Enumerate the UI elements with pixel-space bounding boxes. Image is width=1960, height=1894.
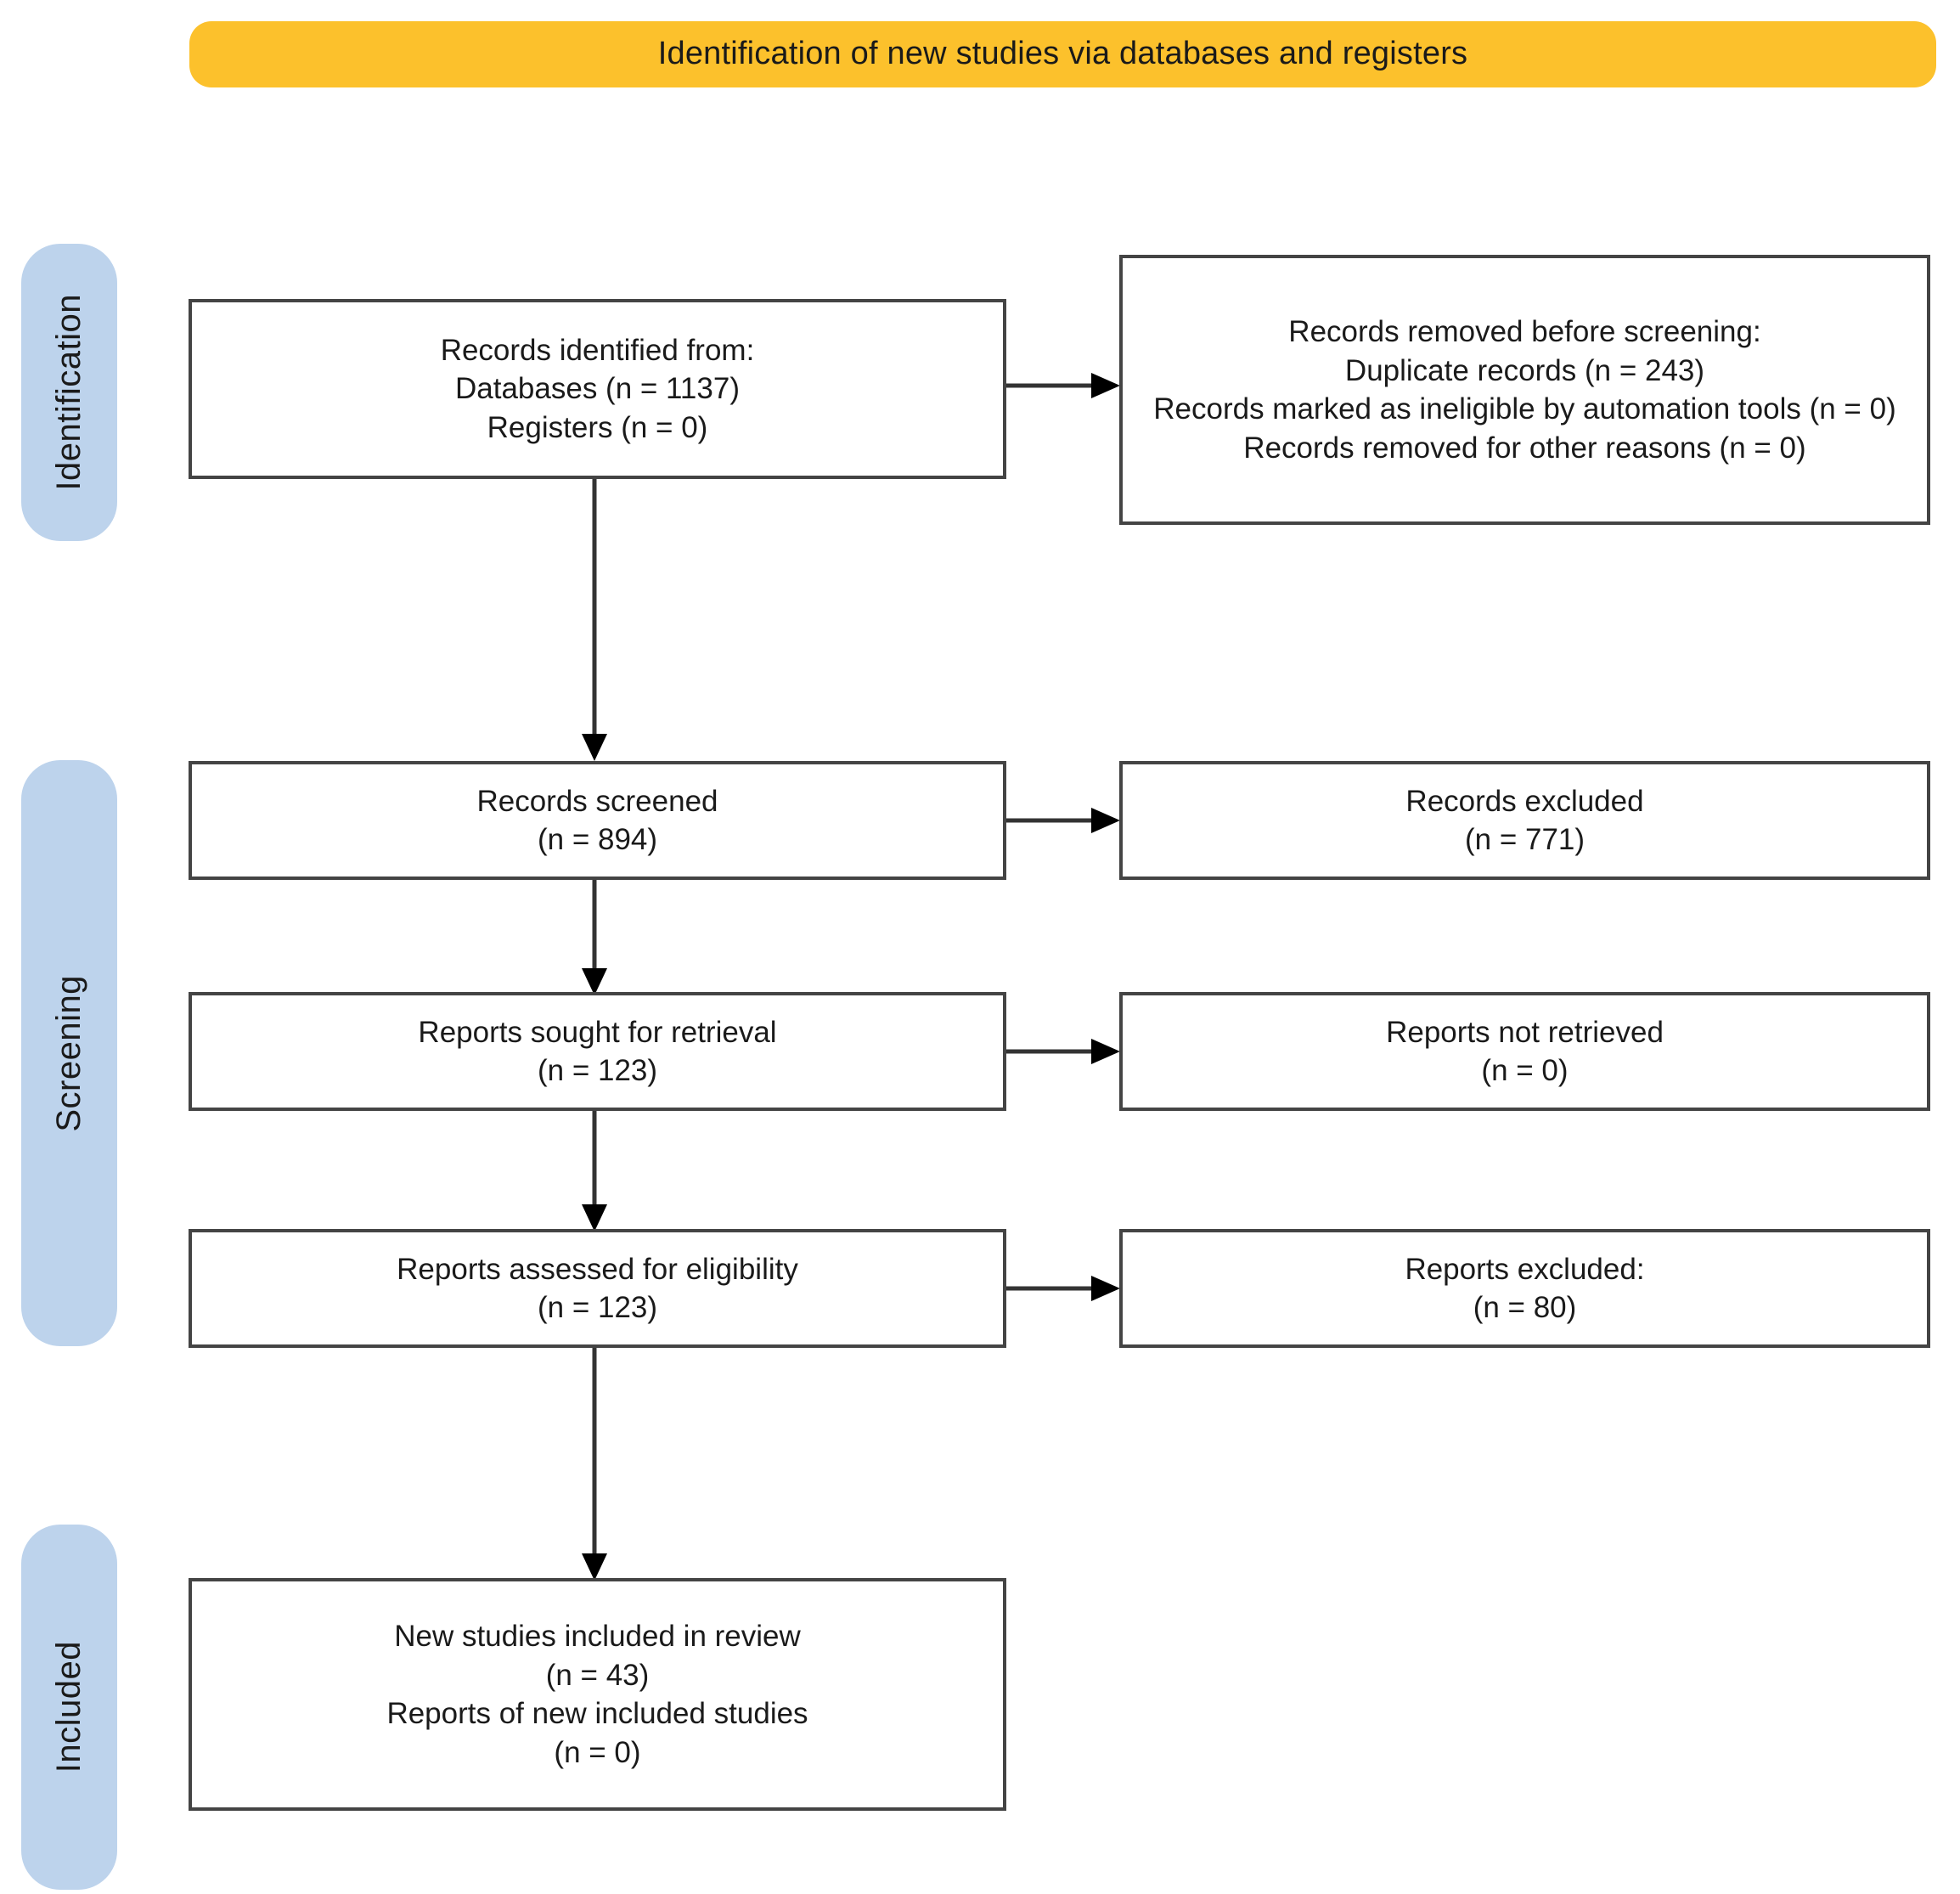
box-reports-sought-for-retrieval: Reports sought for retrieval (n = 123) <box>189 992 1006 1111</box>
box-records-excluded-line-2: (n = 771) <box>1464 823 1585 856</box>
box-records-identified: Records identified from: Databases (n = … <box>189 299 1006 479</box>
box-reports-excluded: Reports excluded: (n = 80) <box>1119 1229 1930 1348</box>
diagram-header-banner: Identification of new studies via databa… <box>189 21 1936 87</box>
connector-identified-to-removed <box>1006 369 1122 403</box>
stage-label-included: Included <box>21 1525 117 1890</box>
connector-sought-to-assessed <box>577 1109 611 1233</box>
box-new-studies-included-line-3: Reports of new included studies <box>386 1697 808 1730</box>
connector-sought-to-not-retrieved <box>1006 1034 1122 1068</box>
box-reports-assessed-line-2: (n = 123) <box>537 1291 658 1324</box>
box-new-studies-included-line-1: New studies included in review <box>394 1620 801 1653</box>
box-reports-not-retrieved-line-2: (n = 0) <box>1481 1054 1569 1087</box>
box-reports-sought-line-2: (n = 123) <box>537 1054 658 1087</box>
box-records-identified-line-2: Databases (n = 1137) <box>455 372 740 406</box>
box-new-studies-included: New studies included in review (n = 43) … <box>189 1578 1006 1811</box>
box-records-removed-line-1: Records removed before screening: <box>1288 315 1761 348</box>
box-records-excluded-line-1: Records excluded <box>1405 784 1644 818</box>
stage-label-screening-text: Screening <box>50 974 87 1132</box>
box-records-removed-line-4: Records removed for other reasons (n = 0… <box>1243 431 1806 465</box>
box-reports-excluded-line-1: Reports excluded: <box>1405 1252 1645 1286</box>
box-records-identified-line-3: Registers (n = 0) <box>487 410 708 444</box>
connector-screened-to-excluded <box>1006 803 1122 837</box>
connector-identified-to-screened <box>577 477 611 763</box>
stage-label-included-text: Included <box>50 1641 87 1773</box>
box-reports-assessed-line-1: Reports assessed for eligibility <box>397 1252 798 1286</box>
box-records-screened: Records screened (n = 894) <box>189 761 1006 880</box>
diagram-title: Identification of new studies via databa… <box>657 36 1468 72</box>
connector-assessed-to-included <box>577 1346 611 1582</box>
stage-label-identification-text: Identification <box>50 294 87 491</box>
stage-label-screening: Screening <box>21 760 117 1346</box>
box-reports-excluded-line-2: (n = 80) <box>1473 1291 1577 1324</box>
connector-screened-to-sought <box>577 878 611 997</box>
box-records-removed-before-screening: Records removed before screening: Duplic… <box>1119 255 1930 525</box>
box-reports-assessed-for-eligibility: Reports assessed for eligibility (n = 12… <box>189 1229 1006 1348</box>
box-records-removed-line-2: Duplicate records (n = 243) <box>1344 353 1705 387</box>
box-records-screened-line-1: Records screened <box>476 784 718 818</box>
box-records-excluded: Records excluded (n = 771) <box>1119 761 1930 880</box>
box-new-studies-included-line-2: (n = 43) <box>545 1658 650 1692</box>
box-records-removed-line-3: Records marked as ineligible by automati… <box>1153 392 1896 426</box>
stage-label-identification: Identification <box>21 244 117 541</box>
box-records-screened-line-2: (n = 894) <box>537 823 658 856</box>
box-reports-not-retrieved-line-1: Reports not retrieved <box>1386 1015 1664 1049</box>
box-records-identified-line-1: Records identified from: <box>440 333 755 367</box>
box-reports-not-retrieved: Reports not retrieved (n = 0) <box>1119 992 1930 1111</box>
connector-assessed-to-reports-excluded <box>1006 1271 1122 1305</box>
box-new-studies-included-line-4: (n = 0) <box>554 1735 641 1769</box>
box-reports-sought-line-1: Reports sought for retrieval <box>418 1015 777 1049</box>
